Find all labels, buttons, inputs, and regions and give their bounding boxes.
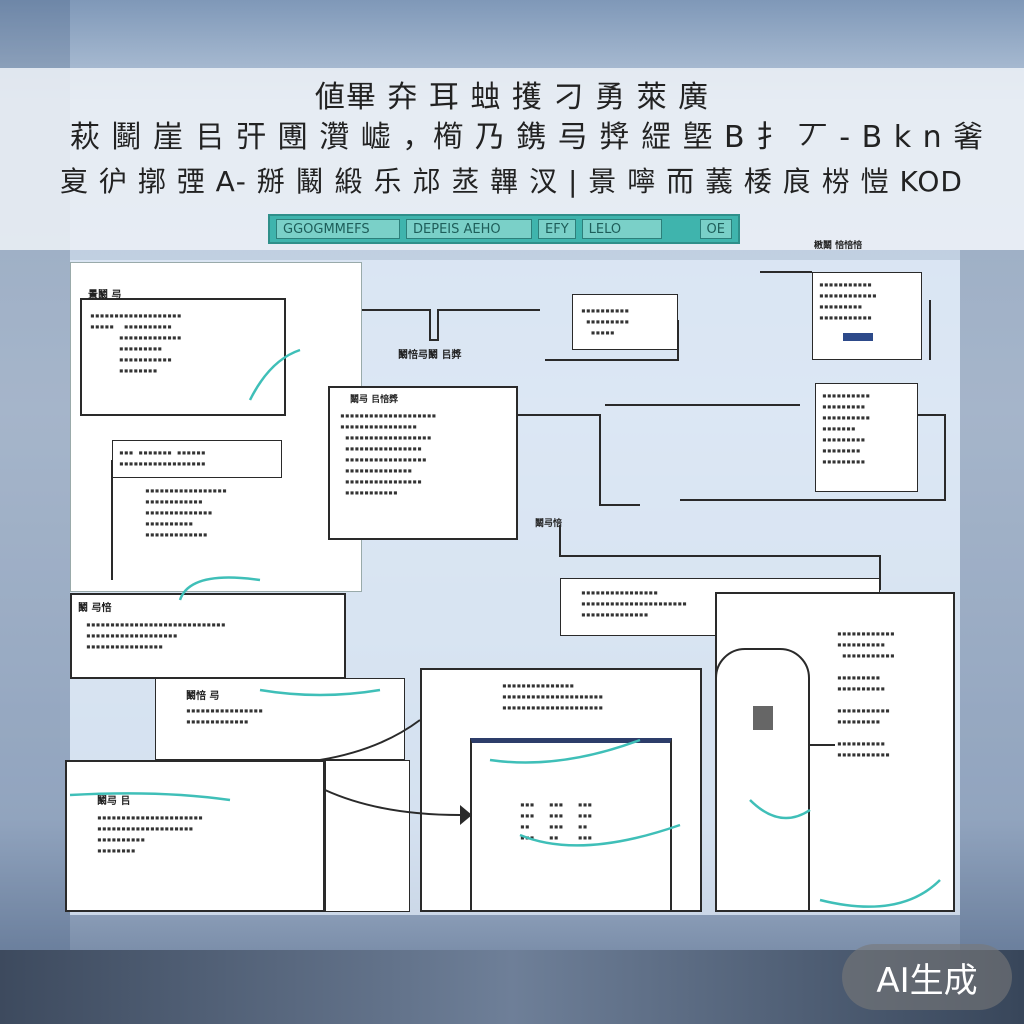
label: 鬫㥉㢧鬫 㠯㢡 <box>398 350 462 361</box>
connector <box>545 320 679 361</box>
toolbar-button[interactable]: LELO <box>581 219 662 239</box>
label: 㬌鬫 㢧 <box>88 290 122 301</box>
connector <box>680 414 946 501</box>
arrowhead <box>460 805 472 825</box>
box-text: ▪▪▪▪▪▪▪▪▪▪▪▪▪▪▪▪▪▪▪▪ ▪▪▪▪▪▪▪▪▪▪▪▪▪▪▪▪ ▪▪… <box>340 411 437 497</box>
box-text: ▪▪▪▪▪▪▪▪▪▪▪▪▪▪▪▪▪▪▪▪▪▪▪▪▪▪▪▪▪ ▪▪▪▪▪▪▪▪▪▪… <box>86 620 226 651</box>
box-text: ▪▪▪▪▪▪▪▪▪▪▪▪▪▪▪▪▪▪▪▪▪▪ ▪▪▪▪▪▪▪▪▪▪▪▪▪▪▪▪▪… <box>97 813 203 855</box>
box-text: ▪▪▪▪▪▪▪▪▪▪ ▪▪▪▪▪▪▪▪▪ ▪▪▪▪▪ <box>581 306 630 337</box>
toolbar-button[interactable]: DEPEIS AEHO <box>406 219 532 239</box>
toolbar-button[interactable]: OE <box>699 219 732 239</box>
connector <box>559 525 881 590</box>
box-text: ▪▪▪▪▪▪▪▪▪▪▪▪ ▪▪▪▪▪▪▪▪▪▪ ▪▪▪▪▪▪▪▪▪▪▪ ▪▪▪▪… <box>837 629 895 759</box>
background-building <box>960 250 1024 950</box>
header-subtitle: 萩 鬬 崖 㠯 㢨 圑 灒 㠊 ，橁 乃 鎸 㢧 㢡 䌉 墍 B 扌 丆 ‑ B… <box>70 120 985 155</box>
accent-curve <box>519 823 681 847</box>
accent-curve <box>178 576 261 601</box>
box-right-bottom-inner <box>715 648 810 912</box>
box-bottom-connector <box>325 760 410 912</box>
arrow <box>324 789 461 816</box>
accent-curve <box>819 879 941 908</box>
box-left-top: ▪▪▪▪▪▪▪▪▪▪▪▪▪▪▪▪▪▪▪ ▪▪▪▪▪ ▪▪▪▪▪▪▪▪▪▪ ▪▪▪… <box>80 298 286 416</box>
header-title: 値畢 㚏 耳 䖵 擭 刁 勇 萊 廣 <box>314 80 710 115</box>
toolbar-button[interactable]: GGOGMMEFS <box>276 219 400 239</box>
box-right-mid: ▪▪▪▪▪▪▪▪▪▪ ▪▪▪▪▪▪▪▪▪ ▪▪▪▪▪▪▪▪▪▪ ▪▪▪▪▪▪▪ … <box>815 383 918 492</box>
label: 鬫㢧 㠯 <box>97 796 131 807</box>
watermark: AI生成 <box>842 944 1012 1010</box>
status-bar <box>843 333 873 341</box>
label: 鬫㢧 㠯㥉㢡 <box>350 395 399 405</box>
box-text: ▪▪▪▪▪▪▪▪▪▪▪ ▪▪▪▪▪▪▪▪▪▪▪▪ ▪▪▪▪▪▪▪▪▪ ▪▪▪▪▪… <box>819 280 877 322</box>
box-text: ▪▪▪▪▪▪▪▪▪▪▪▪▪▪▪▪ ▪▪▪▪▪▪▪▪▪▪▪▪▪ <box>186 706 264 726</box>
connector <box>362 309 540 341</box>
accent-curve <box>69 792 231 802</box>
box-bottom-center-inner: ▪▪▪ ▪▪▪ ▪▪▪ ▪▪▪ ▪▪▪ ▪▪▪ ▪▪ ▪▪▪ ▪▪ ▪▪▪ ▪▪… <box>470 738 672 912</box>
device-icon <box>753 706 773 730</box>
toolbar: GGOGMMEFS DEPEIS AEHO EFY LELO OE <box>268 214 740 244</box>
box-center: 鬫㢧 㠯㥉㢡 ▪▪▪▪▪▪▪▪▪▪▪▪▪▪▪▪▪▪▪▪ ▪▪▪▪▪▪▪▪▪▪▪▪… <box>328 386 518 540</box>
accent-curve <box>248 348 301 401</box>
left-text-block: ▪▪▪▪▪▪▪▪▪▪▪▪▪▪▪▪▪ ▪▪▪▪▪▪▪▪▪▪▪▪ ▪▪▪▪▪▪▪▪▪… <box>145 486 227 539</box>
accent-curve <box>489 738 641 764</box>
box-text: ▪▪▪▪▪▪▪▪▪▪ ▪▪▪▪▪▪▪▪▪ ▪▪▪▪▪▪▪▪▪▪ ▪▪▪▪▪▪▪ … <box>822 391 871 466</box>
header-subtitle-2: 㚆 㣗 㨯 㢾 A‑ 掰 鬫 緞 乐 邟 䒱 韠 汊 | 㬌 嚀 而 䕏 㮃 㡾… <box>60 165 963 198</box>
accent-curve <box>749 799 811 820</box>
label: 鬫 㢧㥉 <box>78 603 112 614</box>
box-left-mid: ▪▪▪ ▪▪▪▪▪▪▪ ▪▪▪▪▪▪ ▪▪▪▪▪▪▪▪▪▪▪▪▪▪▪▪▪▪ <box>112 440 282 478</box>
box-bottom-left: 鬫㢧 㠯 ▪▪▪▪▪▪▪▪▪▪▪▪▪▪▪▪▪▪▪▪▪▪ ▪▪▪▪▪▪▪▪▪▪▪▪… <box>65 760 325 912</box>
accent-curve <box>259 688 381 697</box>
box-text: ▪▪▪ ▪▪▪▪▪▪▪ ▪▪▪▪▪▪ ▪▪▪▪▪▪▪▪▪▪▪▪▪▪▪▪▪▪ <box>119 448 206 468</box>
label: 鬫㢧㥉 <box>535 519 563 529</box>
connector <box>319 719 421 761</box>
toolbar-button[interactable]: EFY <box>538 219 576 239</box>
label: 鬫㥉 㢧 <box>186 691 220 702</box>
box-text: ▪▪▪▪▪▪▪▪▪▪▪▪▪▪▪▪ ▪▪▪▪▪▪▪▪▪▪▪▪▪▪▪▪▪▪▪▪▪▪ … <box>581 588 687 619</box>
connector <box>518 414 640 506</box>
box-right-top: ▪▪▪▪▪▪▪▪▪▪▪ ▪▪▪▪▪▪▪▪▪▪▪▪ ▪▪▪▪▪▪▪▪▪ ▪▪▪▪▪… <box>812 272 922 360</box>
box-text: ▪▪▪▪▪▪▪▪▪▪▪▪▪▪▪ ▪▪▪▪▪▪▪▪▪▪▪▪▪▪▪▪▪▪▪▪▪ ▪▪… <box>502 681 604 712</box>
box-text: ▪▪▪▪▪▪▪▪▪▪▪▪▪▪▪▪▪▪▪ ▪▪▪▪▪ ▪▪▪▪▪▪▪▪▪▪ ▪▪▪… <box>90 311 182 375</box>
box-top-center: ▪▪▪▪▪▪▪▪▪▪ ▪▪▪▪▪▪▪▪▪ ▪▪▪▪▪ <box>572 294 678 350</box>
caption: 㮘鬫 㥉㥉㥉 <box>814 241 863 251</box>
